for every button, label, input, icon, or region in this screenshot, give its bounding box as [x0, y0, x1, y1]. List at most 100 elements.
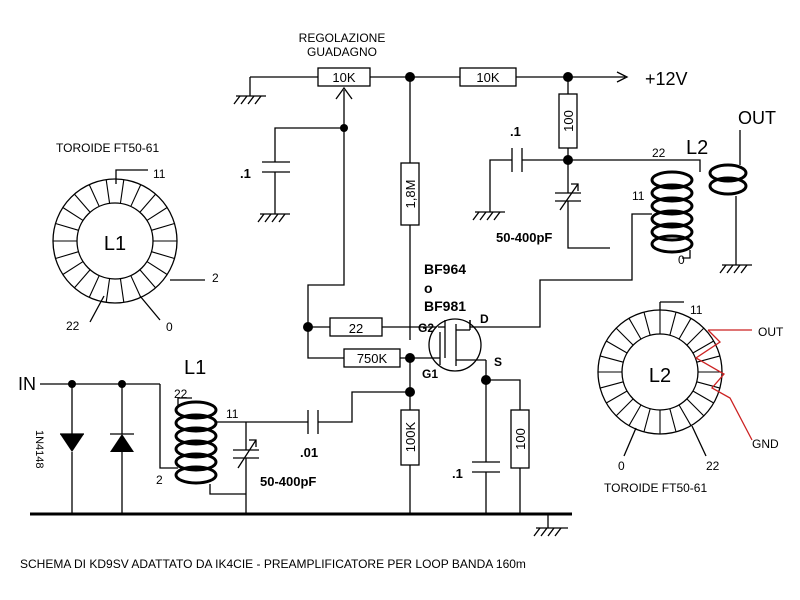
toroid-winding — [88, 275, 100, 298]
cap-var-l1-value: 50-400pF — [260, 474, 316, 489]
resistor-pot — [317, 67, 371, 87]
mosfet-symbol — [428, 318, 486, 372]
toroid-winding — [606, 390, 628, 404]
l1-tap-11: 11 — [226, 407, 239, 421]
resistor-g1-value: 750K — [357, 351, 388, 366]
toroid-winding — [105, 278, 111, 303]
toroid-winding — [692, 390, 714, 404]
cap-pot-value: .1 — [240, 166, 251, 181]
footer-caption: SCHEMA DI KD9SV ADATTATO DA IK4CIE - PRE… — [20, 557, 526, 571]
toroid-winding — [55, 223, 79, 231]
ground-symbol — [472, 211, 505, 221]
resistor-supply-value: 10K — [476, 70, 499, 85]
l1-tap-2: 2 — [156, 473, 163, 487]
pin-s-label: S — [494, 355, 502, 369]
toroid-winding — [599, 381, 624, 389]
toroid-winding — [643, 408, 651, 433]
out-label: OUT — [738, 108, 776, 128]
l1-label: L1 — [184, 357, 206, 379]
toroid-left-tap-22: 22 — [66, 319, 80, 333]
toroid-winding — [105, 179, 111, 204]
resistor-g1 — [343, 348, 401, 368]
diode-label: 1N4148 — [33, 430, 45, 469]
toroid-winding — [643, 311, 651, 336]
toroid-winding — [55, 251, 79, 259]
cap-source-value: .1 — [452, 466, 463, 481]
toroid-winding — [130, 184, 142, 207]
toroid-winding — [119, 179, 125, 204]
toroid-left-title: TOROIDE FT50-61 — [56, 141, 159, 155]
transistor-label-1: BF964 — [424, 261, 466, 277]
toroid-winding — [686, 327, 705, 346]
coil-l1 — [174, 397, 246, 495]
resistor-pot-value: 10K — [332, 70, 355, 85]
l2-tap-0: 0 — [678, 253, 685, 267]
toroid-winding — [678, 404, 692, 426]
toroid-winding — [628, 318, 642, 340]
l2-label: L2 — [686, 137, 708, 159]
gain-title-line2: GUADAGNO — [307, 45, 377, 59]
toroid-winding — [130, 275, 142, 298]
toroid-winding — [73, 193, 91, 213]
toroid-winding — [606, 340, 628, 354]
in-label: IN — [18, 374, 36, 394]
red-link-winding — [694, 329, 753, 441]
pin-g1-label: G1 — [422, 367, 438, 381]
toroid-left-tap-11: 11 — [153, 167, 166, 181]
toroid-winding — [88, 184, 100, 207]
toroid-winding — [599, 355, 624, 363]
toroid-winding — [615, 398, 634, 417]
toroid-winding — [119, 278, 125, 303]
toroid-winding — [73, 269, 91, 289]
toroid-right-tap-22: 22 — [706, 459, 720, 473]
cap-var-l2-value: 50-400pF — [496, 230, 552, 245]
toroid-right-core-label: L2 — [649, 365, 671, 387]
toroid-winding — [669, 408, 677, 433]
output-link — [708, 130, 752, 274]
l2-tap-11: 11 — [632, 189, 645, 203]
toroid-winding — [678, 318, 692, 340]
coil-l2 — [568, 159, 701, 259]
transistor-label-2: BF981 — [424, 298, 466, 314]
l2-tap-22: 22 — [652, 146, 666, 160]
resistor-source-value: 100 — [513, 428, 528, 450]
toroid-left-tap-0: 0 — [166, 320, 173, 334]
toroid-winding — [139, 193, 157, 213]
resistor-drain-value: 100 — [561, 110, 576, 132]
toroid-left — [52, 178, 178, 304]
gain-title-line1: REGOLAZIONE — [299, 31, 386, 45]
toroid-winding — [146, 261, 168, 275]
resistor-g2-value: 22 — [349, 321, 363, 336]
toroid-right-tap-gnd: GND — [752, 437, 779, 451]
toroid-winding — [139, 269, 157, 289]
toroid-winding — [151, 223, 175, 231]
toroid-right-title: TOROIDE FT50-61 — [604, 481, 707, 495]
toroid-winding — [628, 404, 642, 426]
toroid-right-tap-out: OUT — [758, 325, 784, 339]
toroid-winding — [62, 261, 84, 275]
toroid-winding — [692, 340, 714, 354]
toroid-left-tap-2: 2 — [212, 271, 219, 285]
diode-2 — [110, 434, 134, 452]
toroid-left-core-label: L1 — [104, 233, 126, 255]
ground-symbol — [257, 213, 290, 223]
ground-symbol — [233, 95, 266, 105]
supply-label: +12V — [645, 69, 688, 89]
transistor-label-or: o — [424, 280, 433, 296]
resistor-supply — [459, 67, 517, 87]
pin-g2-label: G2 — [418, 321, 434, 335]
pot-wiper-arrow — [335, 86, 353, 100]
ground-symbol — [533, 514, 568, 537]
toroid-right-tap-0: 0 — [618, 459, 625, 473]
toroid-winding — [696, 381, 721, 389]
toroid-winding — [669, 311, 677, 336]
resistor-g1-ground-value: 100K — [403, 421, 418, 452]
pin-d-label: D — [480, 312, 489, 326]
cap-drain-value: .1 — [510, 124, 521, 139]
toroid-winding — [686, 398, 705, 417]
l1-tap-22: 22 — [174, 387, 188, 401]
toroid-winding — [146, 207, 168, 221]
toroid-winding — [615, 327, 634, 346]
toroid-right-tap-11: 11 — [690, 303, 703, 317]
